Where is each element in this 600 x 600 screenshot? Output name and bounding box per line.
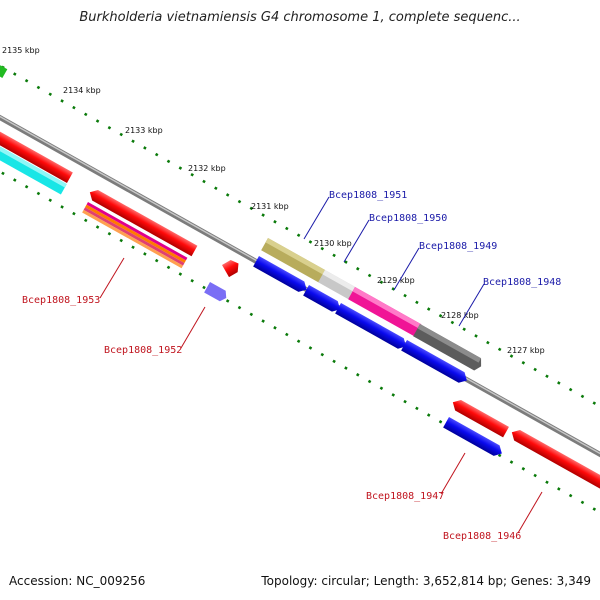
gene-arrow: [303, 285, 341, 312]
gene-arrow: [204, 282, 227, 302]
tick-label: 2127 kbp: [507, 346, 545, 355]
gene-arrow: [222, 260, 239, 278]
gene-arrow: [318, 270, 357, 300]
gene-label[interactable]: Bcep1808_1950: [369, 213, 447, 224]
gene-arrow: [348, 287, 422, 337]
tick-label: 2135 kbp: [2, 46, 40, 55]
gene-arrow: [0, 125, 73, 183]
callout-lines: [99, 196, 543, 534]
gene-label[interactable]: Bcep1808_1948: [483, 277, 561, 288]
gene-labels: Bcep1808_1951 Bcep1808_1950 Bcep1808_194…: [22, 190, 561, 542]
inner-tick-track: [0, 170, 600, 514]
accession-text: Accession: NC_009256: [9, 574, 146, 588]
gene-label[interactable]: Bcep1808_1952: [104, 345, 182, 356]
gene-label[interactable]: Bcep1808_1946: [443, 531, 521, 542]
sequence-summary: Topology: circular; Length: 3,652,814 bp…: [261, 574, 591, 588]
tick-label: 2132 kbp: [188, 164, 226, 173]
gene-arrow: [413, 324, 482, 371]
gene-features: [0, 65, 600, 490]
gene-arrow: [335, 303, 407, 349]
gene-arrow: [401, 340, 467, 383]
gene-label[interactable]: Bcep1808_1947: [366, 491, 444, 502]
gene-arrow: [261, 238, 326, 283]
map-title: Burkholderia vietnamiensis G4 chromosome…: [79, 10, 521, 25]
gene-arrow: [89, 190, 198, 257]
tick-label: 2133 kbp: [125, 126, 163, 135]
gene-arrow: [443, 417, 502, 456]
gene-arrow: [511, 430, 600, 490]
gene-label[interactable]: Bcep1808_1951: [329, 190, 407, 201]
tick-label: 2129 kbp: [377, 276, 415, 285]
gene-label[interactable]: Bcep1808_1953: [22, 295, 100, 306]
tick-label: 2131 kbp: [251, 202, 289, 211]
gene-arrow: [0, 65, 8, 78]
gene-arrow: [0, 141, 67, 195]
tick-label: 2130 kbp: [314, 239, 352, 248]
tick-label: 2128 kbp: [441, 311, 479, 320]
outer-tick-track: [0, 64, 600, 408]
tick-label: 2134 kbp: [63, 86, 101, 95]
gene-label[interactable]: Bcep1808_1949: [419, 241, 497, 252]
tick-labels: 2135 kbp 2134 kbp 2133 kbp 2132 kbp 2131…: [2, 46, 545, 355]
gene-arrow: [452, 400, 509, 438]
gene-arrow: [82, 202, 188, 269]
gene-arrow: [253, 256, 307, 292]
